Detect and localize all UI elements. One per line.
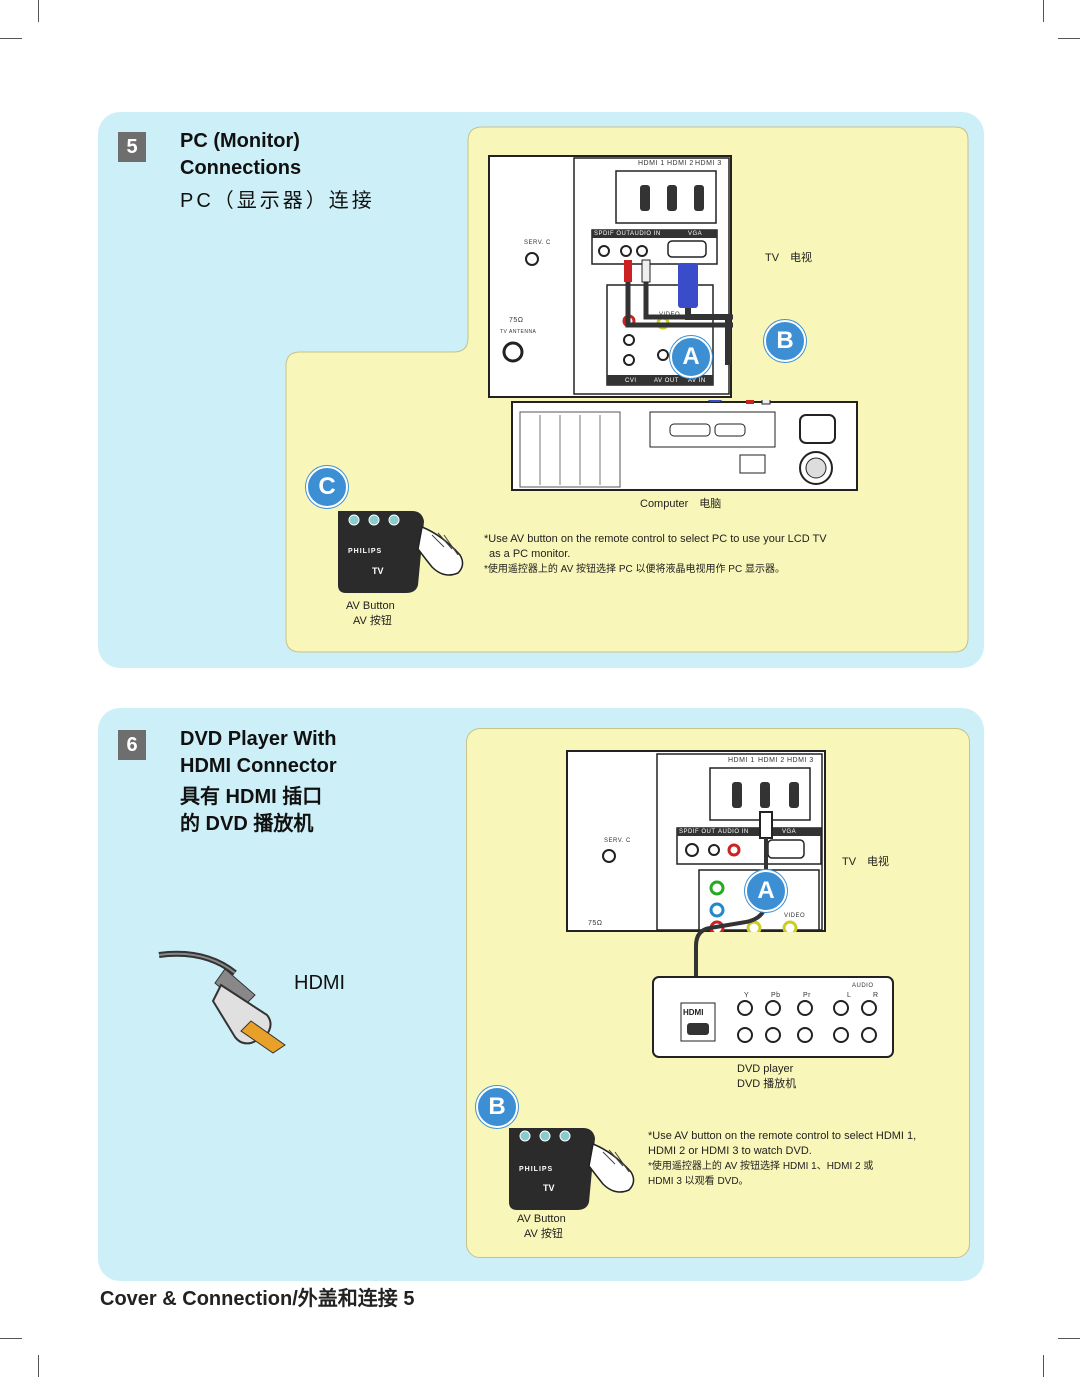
tv-label: TV 电视 xyxy=(765,252,813,264)
page-footer: Cover & Connection/外盖和连接 5 xyxy=(100,1288,415,1310)
av-button-label: AV Button xyxy=(346,600,395,612)
section-6-title-line1: DVD Player With xyxy=(180,728,337,750)
dvd-pb-label: Pb xyxy=(771,992,781,999)
crop-mark xyxy=(38,0,39,22)
note6-cn1: *使用遥控器上的 AV 按钮选择 HDMI 1、HDMI 2 或 xyxy=(648,1161,874,1172)
crop-mark xyxy=(38,1355,39,1377)
section-6-number: 6 xyxy=(118,730,146,760)
port-label-audio-in-6: AUDIO IN xyxy=(718,829,749,835)
section-5-title-line2: Connections xyxy=(180,157,302,179)
port-label-hdmi3: HDMI 3 xyxy=(695,160,722,167)
port-label-video: VIDEO xyxy=(659,312,681,318)
section-6-title: DVD Player With HDMI Connector 具有 HDMI 插… xyxy=(180,726,337,838)
port-label-vga: VGA xyxy=(688,231,703,237)
port-label-ant: 75Ω xyxy=(509,317,524,324)
dvd-player-label: DVD player xyxy=(737,1063,794,1075)
port-label-serv: SERV. C xyxy=(524,240,551,246)
crop-mark xyxy=(1043,1355,1044,1377)
section-6-title-cn1: 具有 HDMI 插口 xyxy=(180,786,323,808)
note-cn: *使用遥控器上的 AV 按钮选择 PC 以便将液晶电视用作 PC 显示器。 xyxy=(484,564,785,575)
badge-a: A xyxy=(670,336,712,378)
crop-mark xyxy=(0,1338,22,1339)
remote-control-icon xyxy=(338,511,464,593)
badge-b: B xyxy=(764,320,806,362)
port-label-spdif: SPDIF OUT xyxy=(594,231,631,237)
port-label-av-in: AV IN xyxy=(688,378,706,384)
port-label-tv-antenna: TV ANTENNA xyxy=(500,329,537,335)
note-line2: as a PC monitor. xyxy=(489,548,571,560)
computer-label: Computer 电脑 xyxy=(640,498,722,510)
port-label-ant-6: 75Ω xyxy=(588,920,603,927)
port-label-hdmi1: HDMI 1 xyxy=(638,160,665,167)
section-6-title-line2: HDMI Connector xyxy=(180,755,337,777)
section-6-title-cn2: 的 DVD 播放机 xyxy=(180,813,314,835)
remote-tv-label-6: TV xyxy=(543,1183,555,1193)
remote-tv-label: TV xyxy=(372,566,384,576)
remote-control-icon-6 xyxy=(509,1128,635,1210)
crop-mark xyxy=(1043,0,1044,22)
note6-cn2: HDMI 3 以观看 DVD。 xyxy=(648,1176,749,1187)
dvd-l-label: L xyxy=(847,992,852,999)
hdmi-plug-icon xyxy=(158,950,286,1054)
remote-brand: PHILIPS xyxy=(348,548,383,555)
dvd-audio-label: AUDIO xyxy=(852,983,874,989)
dvd-hdmi-logo: HDMI xyxy=(683,1008,704,1017)
section-5-title-line1: PC (Monitor) xyxy=(180,130,300,152)
port-label-hdmi1-6: HDMI 1 xyxy=(728,757,755,764)
port-label-av-out: AV OUT xyxy=(654,378,679,384)
port-label-audio-in: AUDIO IN xyxy=(630,231,661,237)
hdmi-label: HDMI xyxy=(294,972,346,994)
port-label-serv-6: SERV. C xyxy=(604,838,631,844)
section-5-title-cn: PC（显示器）连接 xyxy=(180,190,375,212)
section-5-note: *Use AV button on the remote control to … xyxy=(484,532,827,577)
section-5-title: PC (Monitor) Connections PC（显示器）连接 xyxy=(180,128,375,215)
av-button-label-cn-6: AV 按钮 xyxy=(524,1228,563,1240)
port-label-vga-6: VGA xyxy=(782,829,797,835)
note-line1: *Use AV button on the remote control to … xyxy=(484,533,827,545)
port-label-cvi: CVI xyxy=(625,378,637,384)
remote-brand-6: PHILIPS xyxy=(519,1166,554,1173)
port-label-video-6: VIDEO xyxy=(784,913,806,919)
port-label-hdmi2-6: HDMI 2 xyxy=(758,757,785,764)
badge-b-6: B xyxy=(476,1086,518,1128)
dvd-y-label: Y xyxy=(744,992,750,999)
av-button-label-cn: AV 按钮 xyxy=(353,615,392,627)
badge-a-6: A xyxy=(745,870,787,912)
crop-mark xyxy=(1058,1338,1080,1339)
port-label-hdmi2: HDMI 2 xyxy=(667,160,694,167)
dvd-player-label-cn: DVD 播放机 xyxy=(737,1078,797,1090)
note6-line1: *Use AV button on the remote control to … xyxy=(648,1130,917,1142)
section-6-note: *Use AV button on the remote control to … xyxy=(648,1129,916,1189)
crop-mark xyxy=(1058,38,1080,39)
dvd-pr-label: Pr xyxy=(803,992,811,999)
note6-line2: HDMI 2 or HDMI 3 to watch DVD. xyxy=(648,1145,812,1157)
dvd-r-label: R xyxy=(873,992,879,999)
computer-back-panel xyxy=(511,400,858,491)
badge-c: C xyxy=(306,466,348,508)
tv-label-6: TV 电视 xyxy=(842,856,890,868)
dvd-player-back-panel xyxy=(652,976,894,1058)
av-button-label-6: AV Button xyxy=(517,1213,566,1225)
section-5-number: 5 xyxy=(118,132,146,162)
crop-mark xyxy=(0,38,22,39)
port-label-hdmi3-6: HDMI 3 xyxy=(787,757,814,764)
port-label-spdif-6: SPDIF OUT xyxy=(679,829,716,835)
